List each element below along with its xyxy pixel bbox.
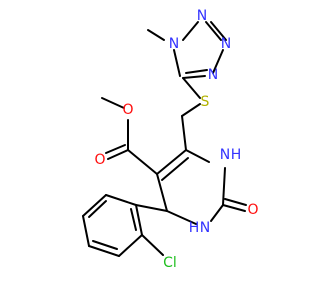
bond-ph6-cl [141,234,164,256]
bond-ph2-ph3 [82,194,107,217]
bond-c2-o [222,204,246,212]
bond-c2-o-double [224,198,247,206]
bond-ph4-ph5-double [92,240,118,250]
bond-c5-ester [127,149,158,175]
atom-labels: N N N N S O O N H N H O Cl [94,8,258,271]
bond-methyl-n [147,29,165,41]
bond-tz-n3-n4 [212,49,224,74]
bonds [82,21,247,257]
bond-n3-c4 [166,210,197,225]
atom-n-tetrazole-2: N [197,8,207,24]
bond-s-ch2 [181,103,201,117]
bond-ester-co [107,149,129,160]
bond-o-methyl [101,97,125,109]
bond-tz-n1-n2 [182,21,199,41]
bond-ester-co-double [105,144,126,154]
bond-ph5-ph6 [118,234,143,257]
atom-n-tetrazole-3: N [221,36,231,52]
atom-n-tetrazole-1: N [169,36,179,52]
atom-o-ester-double: O [94,152,105,168]
bond-ph6-ph1-double [130,208,137,231]
atom-cl: Cl [163,255,177,271]
atom-o-ester-single: O [122,102,133,118]
bond-ch2-c6 [181,115,187,151]
atom-n-tetrazole-4: N [208,67,218,83]
bond-c5-s [182,77,201,99]
bond-ph4-ph5 [88,245,120,257]
bond-tz-n2-n3 [205,21,222,41]
atom-o-carbonyl: O [247,202,258,218]
bond-c6-n1 [185,149,210,163]
bond-tz-n4-c5 [182,75,206,79]
atom-n-ring-top: N [220,147,230,163]
atom-s: S [201,94,210,110]
atom-h-ring-bottom: H [189,220,200,236]
atom-n-ring-bottom: N [200,220,210,236]
bond-tz-n4-c5-double [185,69,208,74]
bond-c2-n3 [210,204,224,222]
molecule-structure: N N N N S O O N H N H O Cl [82,8,259,271]
bond-tz-n2-n3-double [210,21,227,41]
bond-n1-c2 [222,167,226,206]
bond-ph6-ph1 [135,204,143,236]
bond-c5-c6-double [161,157,189,181]
bond-ph3-ph4 [82,215,90,247]
bond-ph2-ph3-double [88,200,107,218]
atom-h-ring-top: H [231,147,242,163]
bond-c4-c5 [156,173,168,212]
bond-tz-c5-n1 [173,49,181,77]
molecule-canvas: N N N N S O O N H N H O Cl [82,8,259,271]
bond-c4-phenyl [135,204,168,212]
bond-c5-c6 [156,149,187,175]
bond-ph1-ph2 [105,194,137,206]
